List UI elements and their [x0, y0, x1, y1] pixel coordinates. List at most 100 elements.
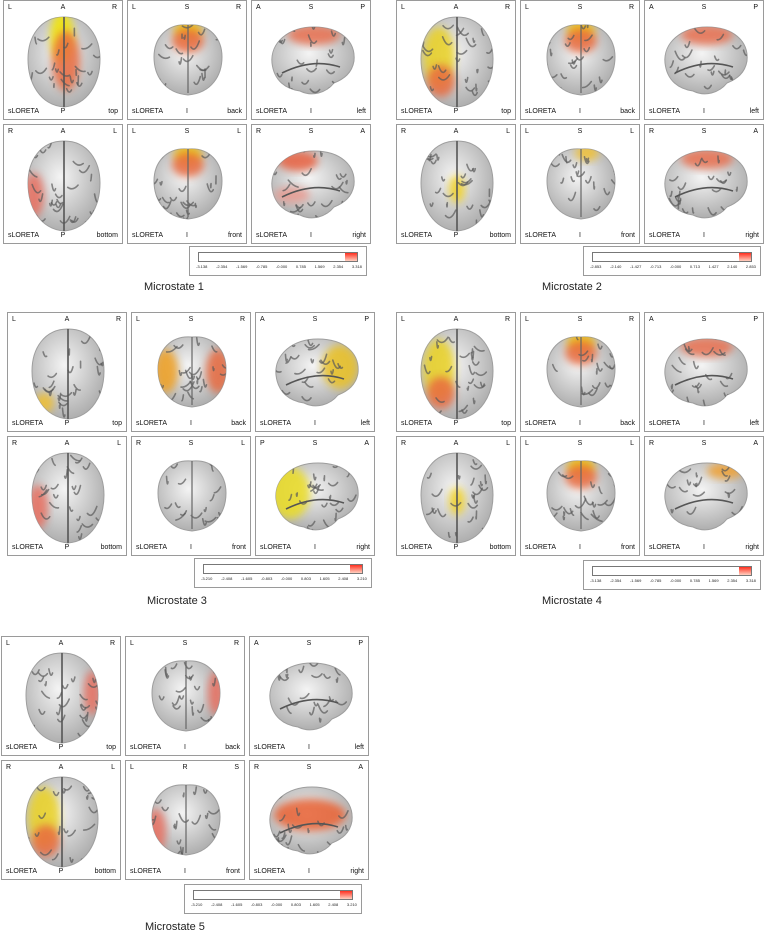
scale-tick-label: -0.000: [669, 578, 682, 583]
scale-tick-label: -0.803: [250, 902, 263, 907]
orientation-label: L: [12, 316, 16, 323]
orientation-label: S: [182, 640, 188, 647]
scale-tick-label: -3.210: [201, 576, 213, 581]
orientation-label: R: [401, 440, 407, 447]
orientation-label: sLORETA: [260, 420, 291, 427]
orientation-label: P: [58, 744, 64, 751]
orientation-label: sLORETA: [525, 232, 556, 239]
orientation-label: R: [182, 764, 188, 771]
scale-tick-label: -2.853: [590, 264, 602, 269]
orientation-label: left: [360, 420, 370, 427]
orientation-label: R: [8, 128, 14, 135]
orientation-label: sLORETA: [649, 544, 680, 551]
color-scale-bar: [198, 252, 358, 262]
orientation-label: L: [237, 128, 241, 135]
orientation-label: S: [308, 128, 314, 135]
orientation-label: right: [745, 232, 759, 239]
brain-render: [420, 16, 494, 108]
orientation-label: right: [352, 232, 366, 239]
orientation-label: A: [58, 764, 64, 771]
orientation-label: A: [60, 128, 66, 135]
orientation-label: sLORETA: [401, 232, 432, 239]
brain-render: [153, 24, 223, 96]
microstate-title: Microstate 3: [147, 595, 207, 607]
scale-tick-label: -0.000: [275, 264, 288, 269]
orientation-label: I: [314, 420, 316, 427]
orientation-label: S: [188, 316, 194, 323]
orientation-label: sLORETA: [254, 744, 285, 751]
orientation-label: L: [6, 640, 10, 647]
orientation-label: R: [115, 316, 121, 323]
orientation-label: S: [701, 128, 707, 135]
orientation-label: I: [703, 420, 705, 427]
color-scale-bar: [592, 566, 752, 576]
scale-tick-label: 2.354: [333, 264, 344, 269]
scale-tick-label: 1.605: [319, 576, 330, 581]
orientation-label: front: [620, 544, 635, 551]
orientation-label: S: [184, 4, 190, 11]
scale-tick-label: -0.713: [649, 264, 662, 269]
brain-render: [27, 16, 101, 108]
orientation-label: top: [112, 420, 122, 427]
orientation-label: S: [577, 316, 583, 323]
orientation-label: L: [401, 316, 405, 323]
orientation-label: top: [501, 108, 511, 115]
scale-tick-label: -2.140: [609, 264, 622, 269]
orientation-label: L: [506, 128, 510, 135]
orientation-label: A: [60, 4, 66, 11]
scale-tick-label: 0.803: [290, 902, 301, 907]
orientation-label: back: [620, 420, 635, 427]
scale-tick-label: -0.000: [669, 264, 682, 269]
scale-tick-label: -3.210: [191, 902, 203, 907]
orientation-label: A: [58, 640, 64, 647]
scale-tick-label: 0.785: [689, 578, 700, 583]
orientation-label: L: [136, 316, 140, 323]
orientation-label: R: [254, 764, 260, 771]
orientation-label: sLORETA: [12, 420, 43, 427]
orientation-label: A: [453, 128, 459, 135]
orientation-label: R: [136, 440, 142, 447]
orientation-label: R: [401, 128, 407, 135]
orientation-label: S: [577, 440, 583, 447]
orientation-label: left: [749, 108, 759, 115]
brain-render: [31, 452, 105, 544]
orientation-label: I: [190, 420, 192, 427]
orientation-label: sLORETA: [8, 232, 39, 239]
scale-tick-label: -3.138: [196, 264, 208, 269]
orientation-label: I: [190, 544, 192, 551]
orientation-label: A: [453, 440, 459, 447]
orientation-label: sLORETA: [649, 420, 680, 427]
orientation-label: left: [749, 420, 759, 427]
orientation-label: right: [356, 544, 370, 551]
orientation-label: I: [314, 544, 316, 551]
orientation-label: S: [577, 4, 583, 11]
orientation-label: I: [310, 232, 312, 239]
orientation-label: L: [132, 4, 136, 11]
brain-render: [546, 24, 616, 96]
orientation-label: R: [504, 316, 510, 323]
orientation-label: R: [109, 640, 115, 647]
scale-tick-label: 3.210: [356, 576, 367, 581]
orientation-label: L: [506, 440, 510, 447]
brain-render: [151, 660, 221, 732]
scale-tick-label: -1.569: [235, 264, 248, 269]
scale-tick-label: -3.138: [590, 578, 602, 583]
orientation-label: back: [227, 108, 242, 115]
orientation-label: R: [235, 4, 241, 11]
